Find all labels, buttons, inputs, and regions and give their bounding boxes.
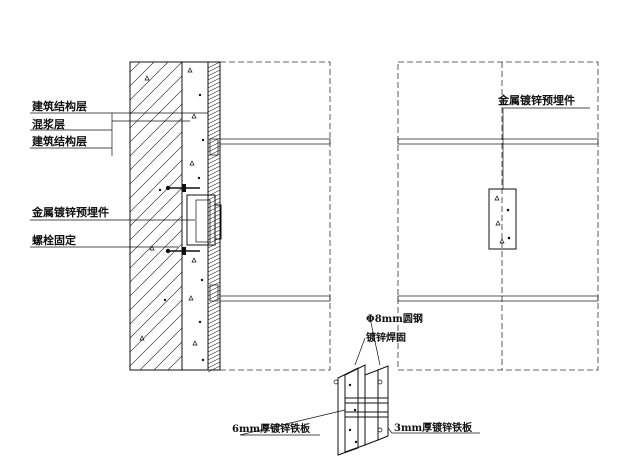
embedded-bracket xyxy=(165,184,222,255)
embedded-part-right xyxy=(488,188,517,250)
panel-outline-left xyxy=(220,61,331,371)
label-mortar-layer: 混浆层 xyxy=(32,117,65,131)
concrete-layer xyxy=(181,61,209,371)
label-embedded-part-right: 金属镀锌预埋件 xyxy=(497,93,575,107)
label-plate-6mm: 6mm厚镀锌铁板 xyxy=(232,422,311,435)
label-structure-layer-1: 建筑结构层 xyxy=(32,99,87,113)
label-plate-3mm: 3mm厚镀锌铁板 xyxy=(394,421,473,434)
wall-outline xyxy=(129,61,183,371)
label-bolt-fixing: 螺栓固定 xyxy=(32,233,76,247)
label-embedded-part-left: 金属镀锌预埋件 xyxy=(31,205,109,219)
label-structure-layer-2: 建筑结构层 xyxy=(32,134,87,148)
horizontal-joint-upper-right xyxy=(397,138,599,145)
leaders-left xyxy=(30,112,208,248)
right-elevation-view xyxy=(397,61,599,371)
label-galvanized-weld: 镀锌焊固 xyxy=(366,331,406,344)
label-round-steel: Φ8mm圆钢 xyxy=(366,312,423,325)
horizontal-joint-lower xyxy=(219,295,331,302)
panel-outline-right xyxy=(397,61,599,371)
horizontal-joint-upper xyxy=(219,138,331,145)
hatched-wall xyxy=(130,62,182,370)
left-section-view xyxy=(30,61,331,373)
horizontal-joint-lower-right xyxy=(397,295,599,302)
bracket-detail xyxy=(239,317,480,456)
concrete-aggregate xyxy=(139,67,205,362)
